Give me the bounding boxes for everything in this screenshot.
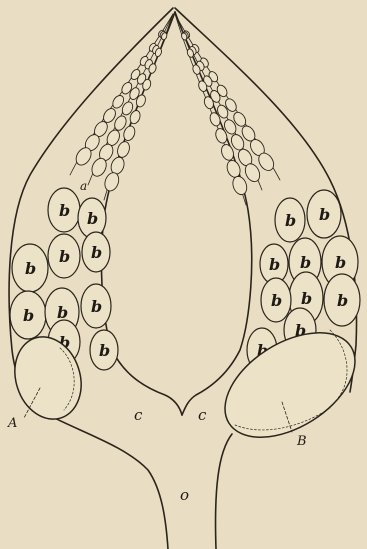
b-cell-label: b bbox=[57, 303, 68, 322]
b-cell: b bbox=[78, 198, 106, 238]
b-cell: b bbox=[275, 198, 305, 242]
b-cell-label: b bbox=[87, 209, 98, 228]
b-cell-label: b bbox=[285, 211, 296, 230]
b-cell-label: b bbox=[23, 306, 34, 325]
b-cell-label: b bbox=[25, 259, 36, 278]
label-o: o bbox=[180, 486, 189, 504]
b-cell-label: b bbox=[300, 253, 311, 272]
b-cell-label: b bbox=[99, 341, 110, 360]
label-c-left: c bbox=[134, 406, 143, 424]
b-cell-label: b bbox=[59, 247, 70, 266]
b-cell-label: b bbox=[319, 205, 330, 224]
b-cell-label: b bbox=[59, 201, 70, 220]
b-cell: b bbox=[12, 244, 48, 292]
b-cell-label: b bbox=[91, 297, 102, 316]
b-cell-label: b bbox=[271, 291, 282, 310]
b-cell-label: b bbox=[335, 253, 346, 272]
b-cell-label: b bbox=[301, 289, 312, 308]
b-cell-label: b bbox=[269, 255, 280, 274]
b-cell-label: b bbox=[337, 291, 348, 310]
b-cell: b bbox=[48, 234, 80, 278]
b-cell: b bbox=[90, 330, 118, 370]
b-cell: b bbox=[10, 291, 46, 339]
label-a: a bbox=[80, 179, 87, 193]
b-cell: b bbox=[48, 188, 80, 232]
b-cell: b bbox=[261, 278, 291, 322]
b-cell: b bbox=[324, 274, 360, 326]
label-A: A bbox=[7, 416, 17, 431]
label-B: B bbox=[296, 434, 307, 449]
b-cell: b bbox=[82, 232, 110, 272]
b-cell: b bbox=[307, 190, 341, 238]
label-c-right: c bbox=[198, 406, 207, 424]
b-cell-label: b bbox=[91, 243, 102, 262]
b-cell: b bbox=[81, 284, 111, 328]
